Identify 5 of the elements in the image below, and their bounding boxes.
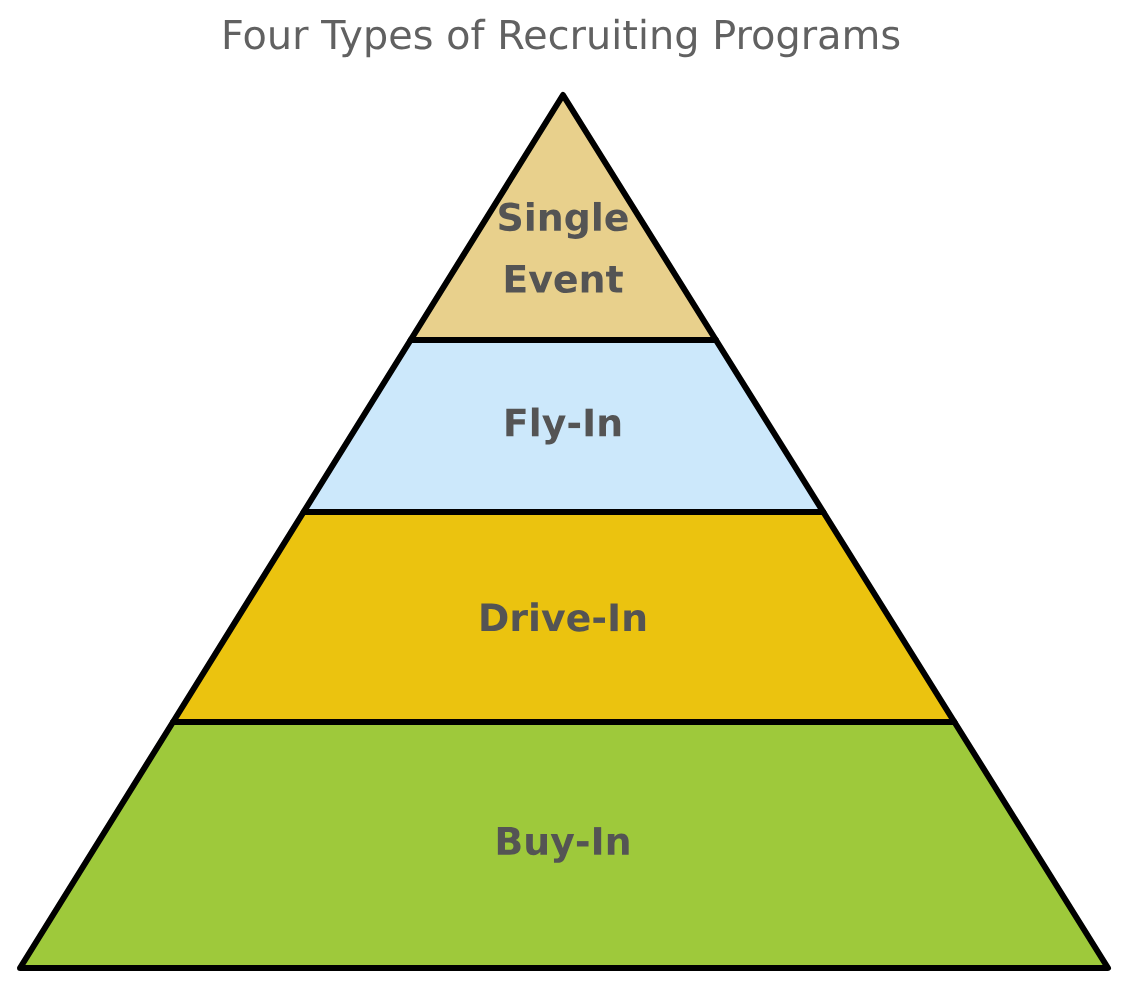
title: Four Types of Recruiting Programs — [224, 18, 900, 58]
pyramid-band: Fly-In — [300, 337, 827, 515]
pyramid-band: Buy-In — [17, 719, 1111, 971]
pyramid-band: Drive-In — [170, 509, 958, 725]
pyramid-band: Single Event — [407, 92, 719, 343]
